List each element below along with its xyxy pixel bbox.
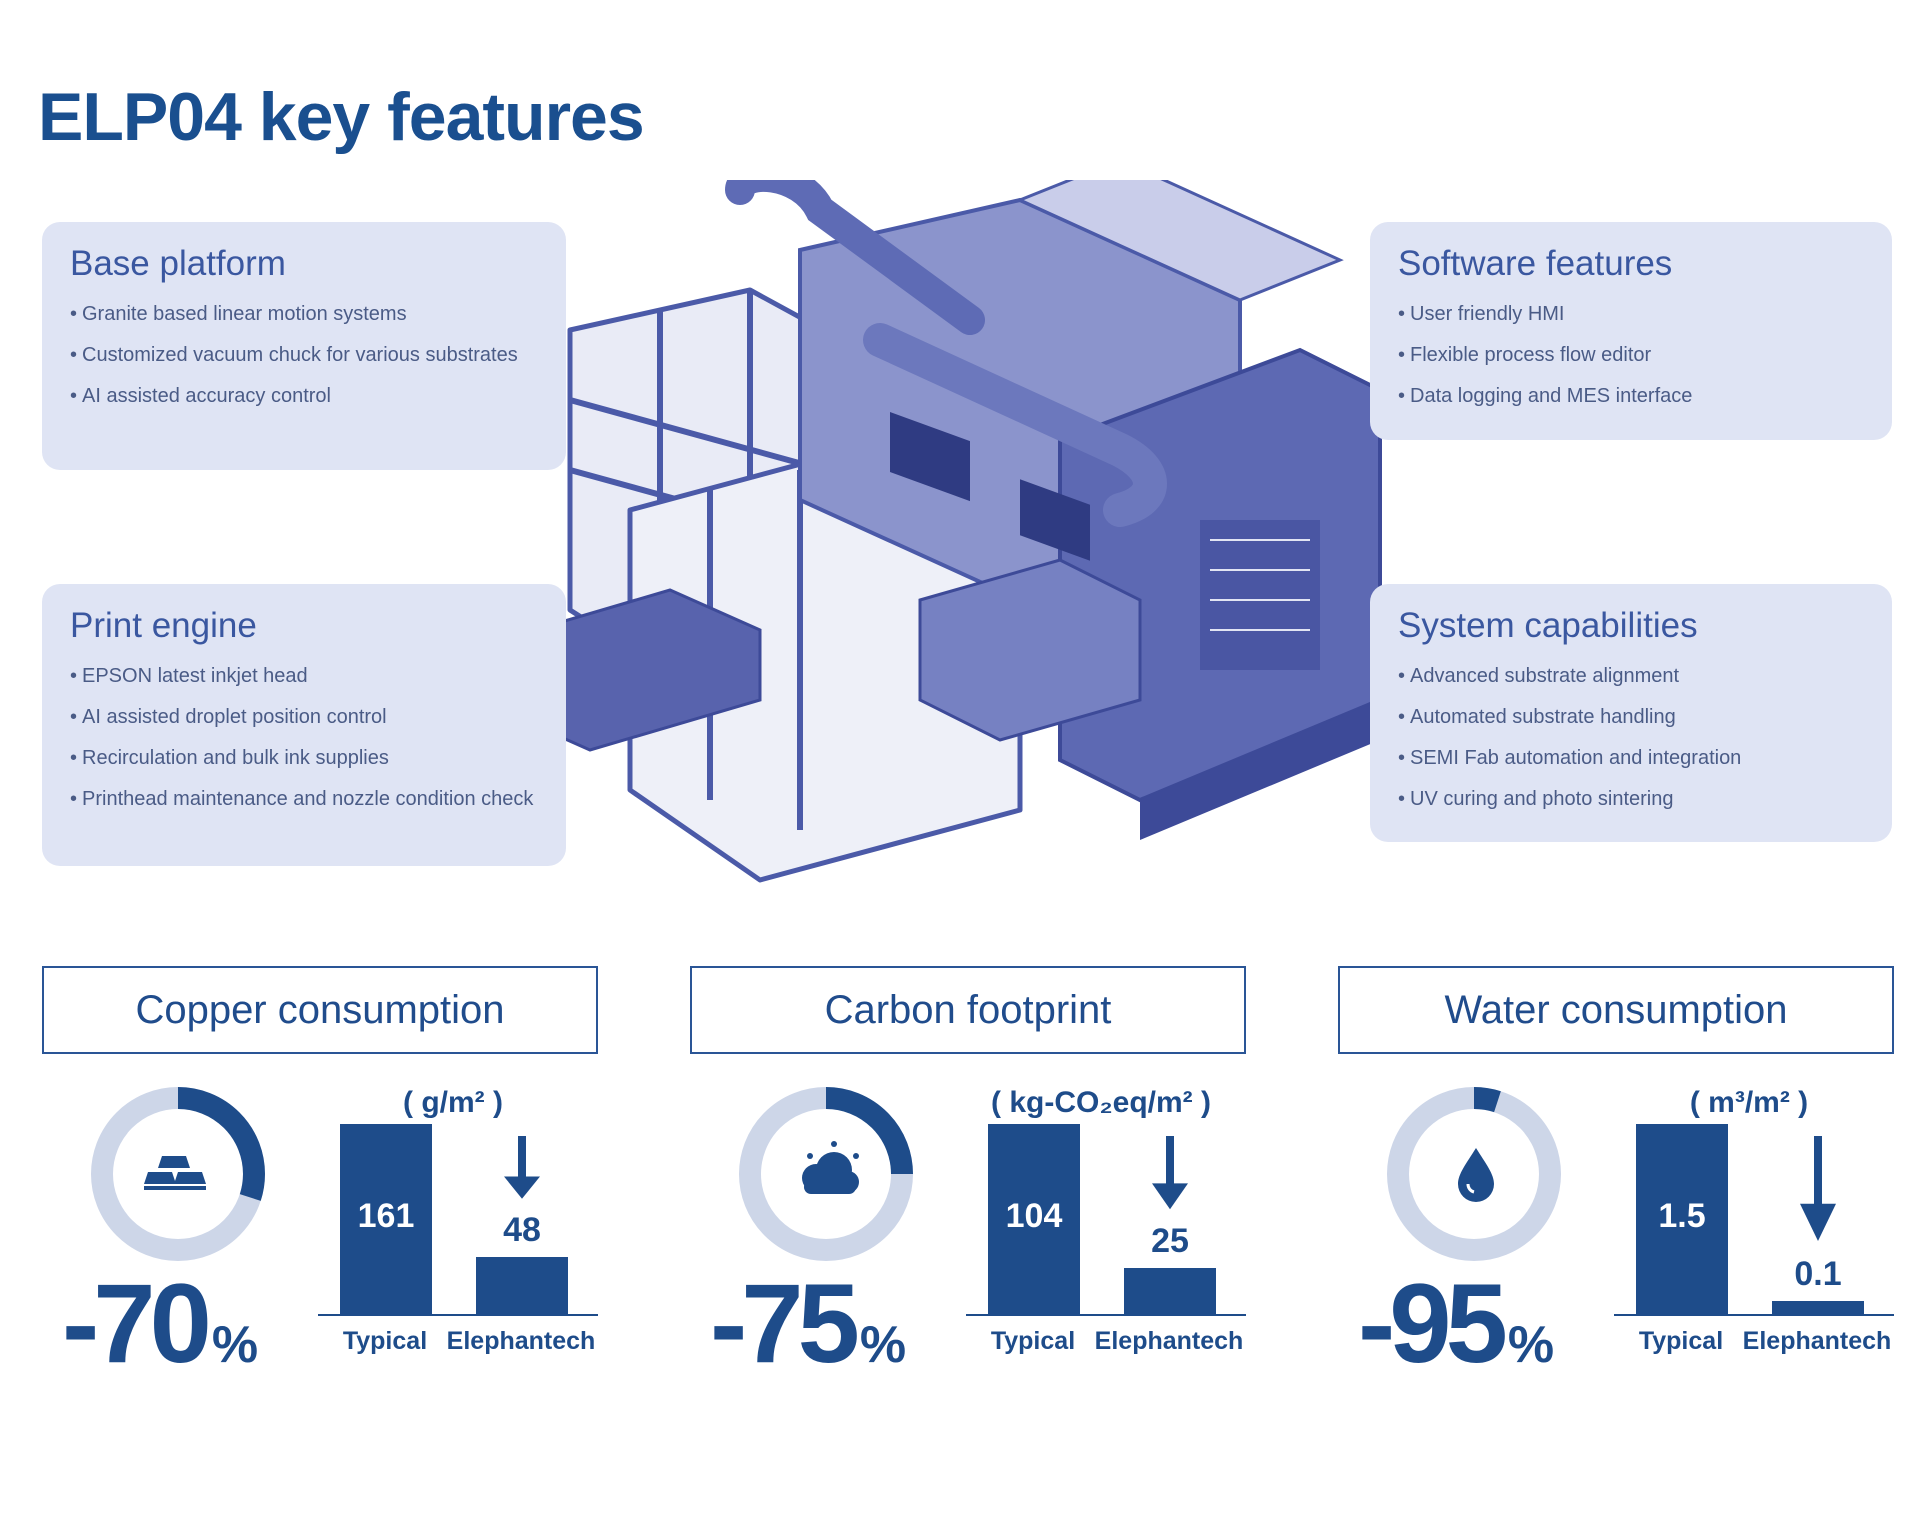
arrow-down-icon	[1152, 1136, 1188, 1210]
comparison-chart: 1.5 0.1 Typical Elephantech	[1614, 1124, 1894, 1396]
feature-item: AI assisted droplet position control	[70, 703, 538, 732]
feature-item: Data logging and MES interface	[1398, 382, 1864, 411]
feature-item: Customized vacuum chuck for various subs…	[70, 341, 538, 370]
water-drop-icon	[1458, 1148, 1494, 1202]
category-typical: Typical	[342, 1327, 428, 1355]
category-elephantech: Elephantech	[1094, 1327, 1244, 1355]
reduction-value: -95%	[1358, 1268, 1554, 1380]
reduction-number: -70	[62, 1261, 212, 1386]
machine-illustration	[500, 180, 1382, 883]
card-title: Base platform	[70, 244, 286, 283]
category-elephantech: Elephantech	[1742, 1327, 1892, 1355]
metric-title: Carbon footprint	[690, 966, 1246, 1054]
bar-typical	[340, 1124, 432, 1314]
chart-baseline	[1614, 1314, 1894, 1316]
feature-item: Printhead maintenance and nozzle conditi…	[70, 785, 538, 814]
feature-item: Advanced substrate alignment	[1398, 662, 1864, 691]
bar-typical	[988, 1124, 1080, 1314]
reduction-value: -70%	[62, 1268, 258, 1380]
category-elephantech: Elephantech	[446, 1327, 596, 1355]
unit-label: ( m³/m² )	[1689, 1086, 1809, 1119]
value-typical: 1.5	[1658, 1197, 1706, 1235]
category-typical: Typical	[990, 1327, 1076, 1355]
percent-sign: %	[859, 1316, 907, 1374]
feature-item: User friendly HMI	[1398, 300, 1864, 329]
feature-item: EPSON latest inkjet head	[70, 662, 538, 691]
metric-title: Copper consumption	[42, 966, 598, 1054]
metric-title: Water consumption	[1338, 966, 1894, 1054]
feature-item: Automated substrate handling	[1398, 703, 1864, 732]
feature-list: User friendly HMI Flexible process flow …	[1398, 300, 1864, 411]
reduction-ring	[91, 1087, 265, 1261]
feature-item: Granite based linear motion systems	[70, 300, 538, 329]
card-base-platform: Base platform Granite based linear motio…	[42, 222, 566, 470]
value-typical: 161	[357, 1197, 415, 1235]
reduction-number: -75	[710, 1261, 860, 1386]
value-typical: 104	[1005, 1197, 1063, 1235]
chart-baseline	[966, 1314, 1246, 1316]
card-title: Software features	[1398, 244, 1673, 283]
category-typical: Typical	[1638, 1327, 1724, 1355]
comparison-chart: 161 48 Typical Elephantech	[318, 1124, 598, 1396]
feature-item: Recirculation and bulk ink supplies	[70, 744, 538, 773]
feature-item: AI assisted accuracy control	[70, 382, 538, 411]
card-software-features: Software features User friendly HMI Flex…	[1370, 222, 1892, 440]
feature-item: UV curing and photo sintering	[1398, 785, 1864, 814]
arrow-down-icon	[1800, 1136, 1836, 1241]
bar-elephantech	[476, 1257, 568, 1314]
metric-copper-consumption: Copper consumption -70% ( g/m² ) 161 48 …	[42, 966, 602, 1396]
card-print-engine: Print engine EPSON latest inkjet head AI…	[42, 584, 566, 866]
unit-label: ( g/m² )	[403, 1086, 503, 1119]
arrow-down-icon	[504, 1136, 540, 1199]
gold-bars-icon	[144, 1156, 206, 1190]
feature-item: Flexible process flow editor	[1398, 341, 1864, 370]
value-elephantech: 48	[503, 1211, 541, 1250]
bar-typical	[1636, 1124, 1728, 1314]
unit-label: ( kg-CO₂eq/m² )	[991, 1086, 1211, 1119]
bar-elephantech	[1124, 1268, 1216, 1314]
reduction-ring	[1387, 1087, 1561, 1261]
percent-sign: %	[211, 1316, 259, 1374]
value-elephantech: 0.1	[1794, 1255, 1842, 1294]
comparison-chart: 104 25 Typical Elephantech	[966, 1124, 1246, 1396]
metric-water-consumption: Water consumption -95% ( m³/m² ) 1.5 0.1…	[1338, 966, 1898, 1396]
feature-item: SEMI Fab automation and integration	[1398, 744, 1864, 773]
percent-sign: %	[1507, 1316, 1555, 1374]
card-system-capabilities: System capabilities Advanced substrate a…	[1370, 584, 1892, 842]
card-title: Print engine	[70, 606, 257, 645]
reduction-value: -75%	[710, 1268, 906, 1380]
page-title: ELP04 key features	[38, 79, 645, 155]
feature-list: EPSON latest inkjet head AI assisted dro…	[70, 662, 538, 814]
value-elephantech: 25	[1151, 1222, 1189, 1261]
metric-carbon-footprint: Carbon footprint -75% ( kg-CO₂eq/m² ) 10…	[690, 966, 1250, 1396]
card-title: System capabilities	[1398, 606, 1698, 645]
bar-elephantech	[1772, 1301, 1864, 1314]
feature-list: Advanced substrate alignment Automated s…	[1398, 662, 1864, 814]
cloud-icon	[802, 1141, 859, 1194]
reduction-ring	[739, 1087, 913, 1261]
chart-baseline	[318, 1314, 598, 1316]
feature-list: Granite based linear motion systems Cust…	[70, 300, 538, 411]
reduction-number: -95	[1358, 1261, 1508, 1386]
